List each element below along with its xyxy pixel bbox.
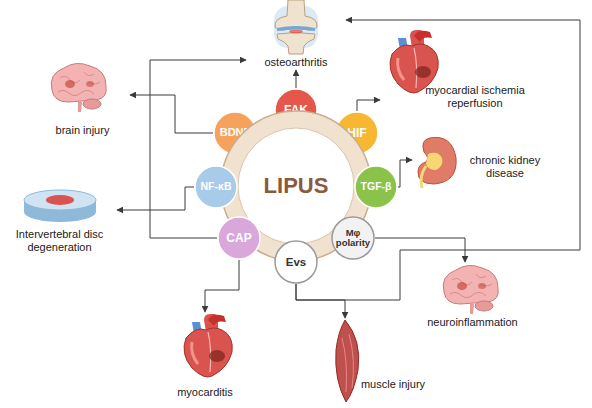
disease-name: osteoarthritis	[246, 56, 346, 69]
disease-label: chronic kidney disease	[412, 132, 552, 188]
factor-label: CAP	[217, 216, 261, 260]
kidney-body	[418, 137, 456, 184]
muscle-drawing	[336, 320, 359, 402]
muscle-striation	[342, 338, 347, 392]
muscle-striation	[349, 334, 353, 388]
muscle-belly	[336, 320, 359, 402]
disease-name: neuroinflammation	[415, 316, 530, 329]
kidney-drawing	[418, 137, 456, 188]
factor-circle: TGF-β	[354, 165, 398, 209]
brain-drawing	[443, 265, 498, 314]
knee-joint-drawing	[274, 0, 318, 54]
disease-label: Intervertebral disc degeneration	[2, 182, 117, 258]
circle-shape	[332, 217, 374, 259]
disease-label: osteoarthritis	[246, 0, 346, 70]
ureter	[421, 166, 426, 188]
disease-label: myocarditis	[160, 312, 250, 400]
disease-name: myocarditis	[160, 386, 250, 399]
disease-name: brain injury	[35, 124, 130, 137]
connector-arrow	[117, 187, 194, 210]
heart-drawing	[184, 314, 232, 377]
factor-circle: NF-κB	[194, 165, 238, 209]
disease-label: neuroinflammation	[415, 262, 530, 332]
disease-name: chronic kidney disease	[460, 154, 550, 180]
factor-circle: Evs	[274, 240, 318, 284]
disease-label: brain injury	[35, 62, 130, 140]
factor-label: TGF-β	[354, 165, 398, 209]
disease-label: myocardial ischemia reperfusion	[380, 28, 530, 112]
circle-shape	[218, 217, 260, 259]
disease-name: myocardial ischemia reperfusion	[420, 84, 530, 110]
renal-pelvis	[426, 153, 442, 170]
disc-drawing	[24, 190, 96, 222]
inflamed-spot	[289, 30, 303, 34]
factor-circle: CAP	[217, 216, 261, 260]
disease-label: muscle injury	[328, 318, 428, 404]
factor-circle: Mφ polarity	[331, 216, 375, 260]
connector-arrow	[130, 95, 213, 133]
factor-label: NF-κB	[194, 165, 238, 209]
connector-arrow	[296, 70, 297, 88]
circle-shape	[275, 241, 317, 283]
connector-arrow	[398, 160, 412, 187]
connector-arrow	[357, 100, 380, 111]
brain-drawing	[51, 63, 106, 112]
factor-label: Mφ polarity	[331, 216, 375, 260]
disc-top	[24, 190, 96, 210]
femur	[275, 0, 317, 30]
connector-arrow	[296, 284, 345, 318]
disease-name: Intervertebral disc degeneration	[2, 228, 117, 254]
tibia	[277, 33, 315, 55]
nucleus-pulposus	[46, 195, 74, 205]
heart-drawing	[390, 30, 438, 93]
circle-shape	[195, 166, 237, 208]
factor-label: Evs	[274, 240, 318, 284]
circle-shape	[355, 166, 397, 208]
disease-name: muscle injury	[358, 378, 428, 391]
connector-arrow	[205, 260, 239, 312]
